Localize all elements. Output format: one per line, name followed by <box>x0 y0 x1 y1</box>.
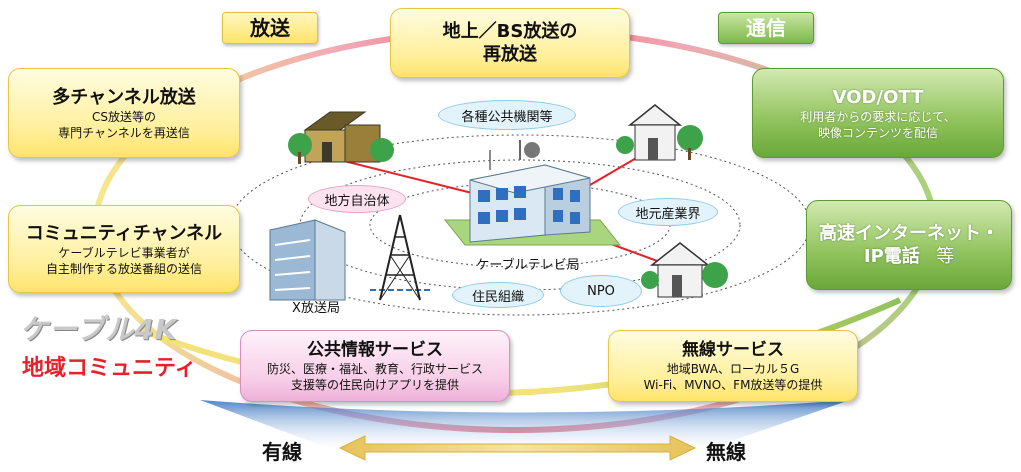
link-house-left <box>339 159 481 196</box>
public-service-box: 公共情報サービス 防災、医療・福祉、教育、行政サービス 支援等の住民向けアプリを… <box>240 330 510 402</box>
vod-sub-1: 利用者からの要求に応じて、 <box>800 109 956 124</box>
vod-box: VOD/OTT 利用者からの要求に応じて、 映像コンテンツを配信 <box>752 68 1004 158</box>
x-station-building-icon <box>269 219 346 301</box>
internet-box: 高速インターネット・ IP電話 等 <box>806 200 1012 290</box>
residents-label: 住民組織 <box>452 282 544 308</box>
community-channel-sub-2: 自主制作する放送番組の送信 <box>45 261 202 276</box>
multichannel-sub-1: CS放送等の <box>92 109 156 124</box>
wireless-service-sub-1: 地域BWA、ローカル５G <box>666 361 800 376</box>
wireless-service-title: 無線サービス <box>682 339 784 360</box>
multichannel-box: 多チャンネル放送 CS放送等の 専門チャンネルを再送信 <box>8 68 240 158</box>
retransmission-title-1: 地上／BS放送の <box>442 21 578 42</box>
cable-station-label: ケーブルテレビ局 <box>476 258 580 273</box>
community-label: 地域コミュニティ <box>22 356 197 381</box>
telecom-tag: 通信 <box>718 12 814 44</box>
internet-title-2-main: IP電話 <box>863 246 920 267</box>
wireless-label: 無線 <box>706 440 746 464</box>
retransmission-title-2: 再放送 <box>483 44 537 65</box>
multichannel-title: 多チャンネル放送 <box>52 86 196 108</box>
wireless-service-sub-2: Wi-Fi、MVNO、FM放送等の提供 <box>643 377 823 392</box>
vod-sub-2: 映像コンテンツを配信 <box>817 125 938 140</box>
cable-station-icon <box>443 140 622 246</box>
retransmission-box: 地上／BS放送の 再放送 <box>390 8 630 78</box>
public-institutions-label: 各種公共機関等 <box>438 100 576 130</box>
internet-title-2: IP電話 等 <box>864 245 954 268</box>
wired-label: 有線 <box>262 440 302 464</box>
community-channel-box: コミュニティチャンネル ケーブルテレビ事業者が 自主制作する放送番組の送信 <box>8 205 240 293</box>
local-industry-label: 地元産業界 <box>618 198 718 226</box>
public-service-sub-2: 支援等の住民向けアプリを提供 <box>290 377 459 392</box>
tower-icon <box>379 214 421 301</box>
wired-wireless-arrow <box>338 435 697 461</box>
local-government-label: 地方自治体 <box>308 185 406 213</box>
wireless-service-box: 無線サービス 地域BWA、ローカル５G Wi-Fi、MVNO、FM放送等の提供 <box>608 330 858 402</box>
public-service-sub-1: 防災、医療・福祉、教育、行政サービス <box>266 361 483 376</box>
community-channel-sub-1: ケーブルテレビ事業者が <box>58 245 190 260</box>
internet-title-1: 高速インターネット・ <box>819 223 999 244</box>
public-service-title: 公共情報サービス <box>307 339 443 360</box>
broadcast-tag: 放送 <box>222 12 318 44</box>
internet-title-suffix: 等 <box>936 246 955 267</box>
house-icon-right-bottom <box>641 242 728 298</box>
house-icon-right-top <box>616 104 703 161</box>
multichannel-sub-2: 専門チャンネルを再送信 <box>58 125 190 140</box>
community-channel-title: コミュニティチャンネル <box>25 222 223 244</box>
house-icon-left <box>288 111 394 164</box>
npo-label: NPO <box>560 275 642 307</box>
x-station-label: X放送局 <box>292 301 340 316</box>
cable4k-logo: ケーブル4K <box>20 313 178 346</box>
vod-title: VOD/OTT <box>832 86 924 108</box>
